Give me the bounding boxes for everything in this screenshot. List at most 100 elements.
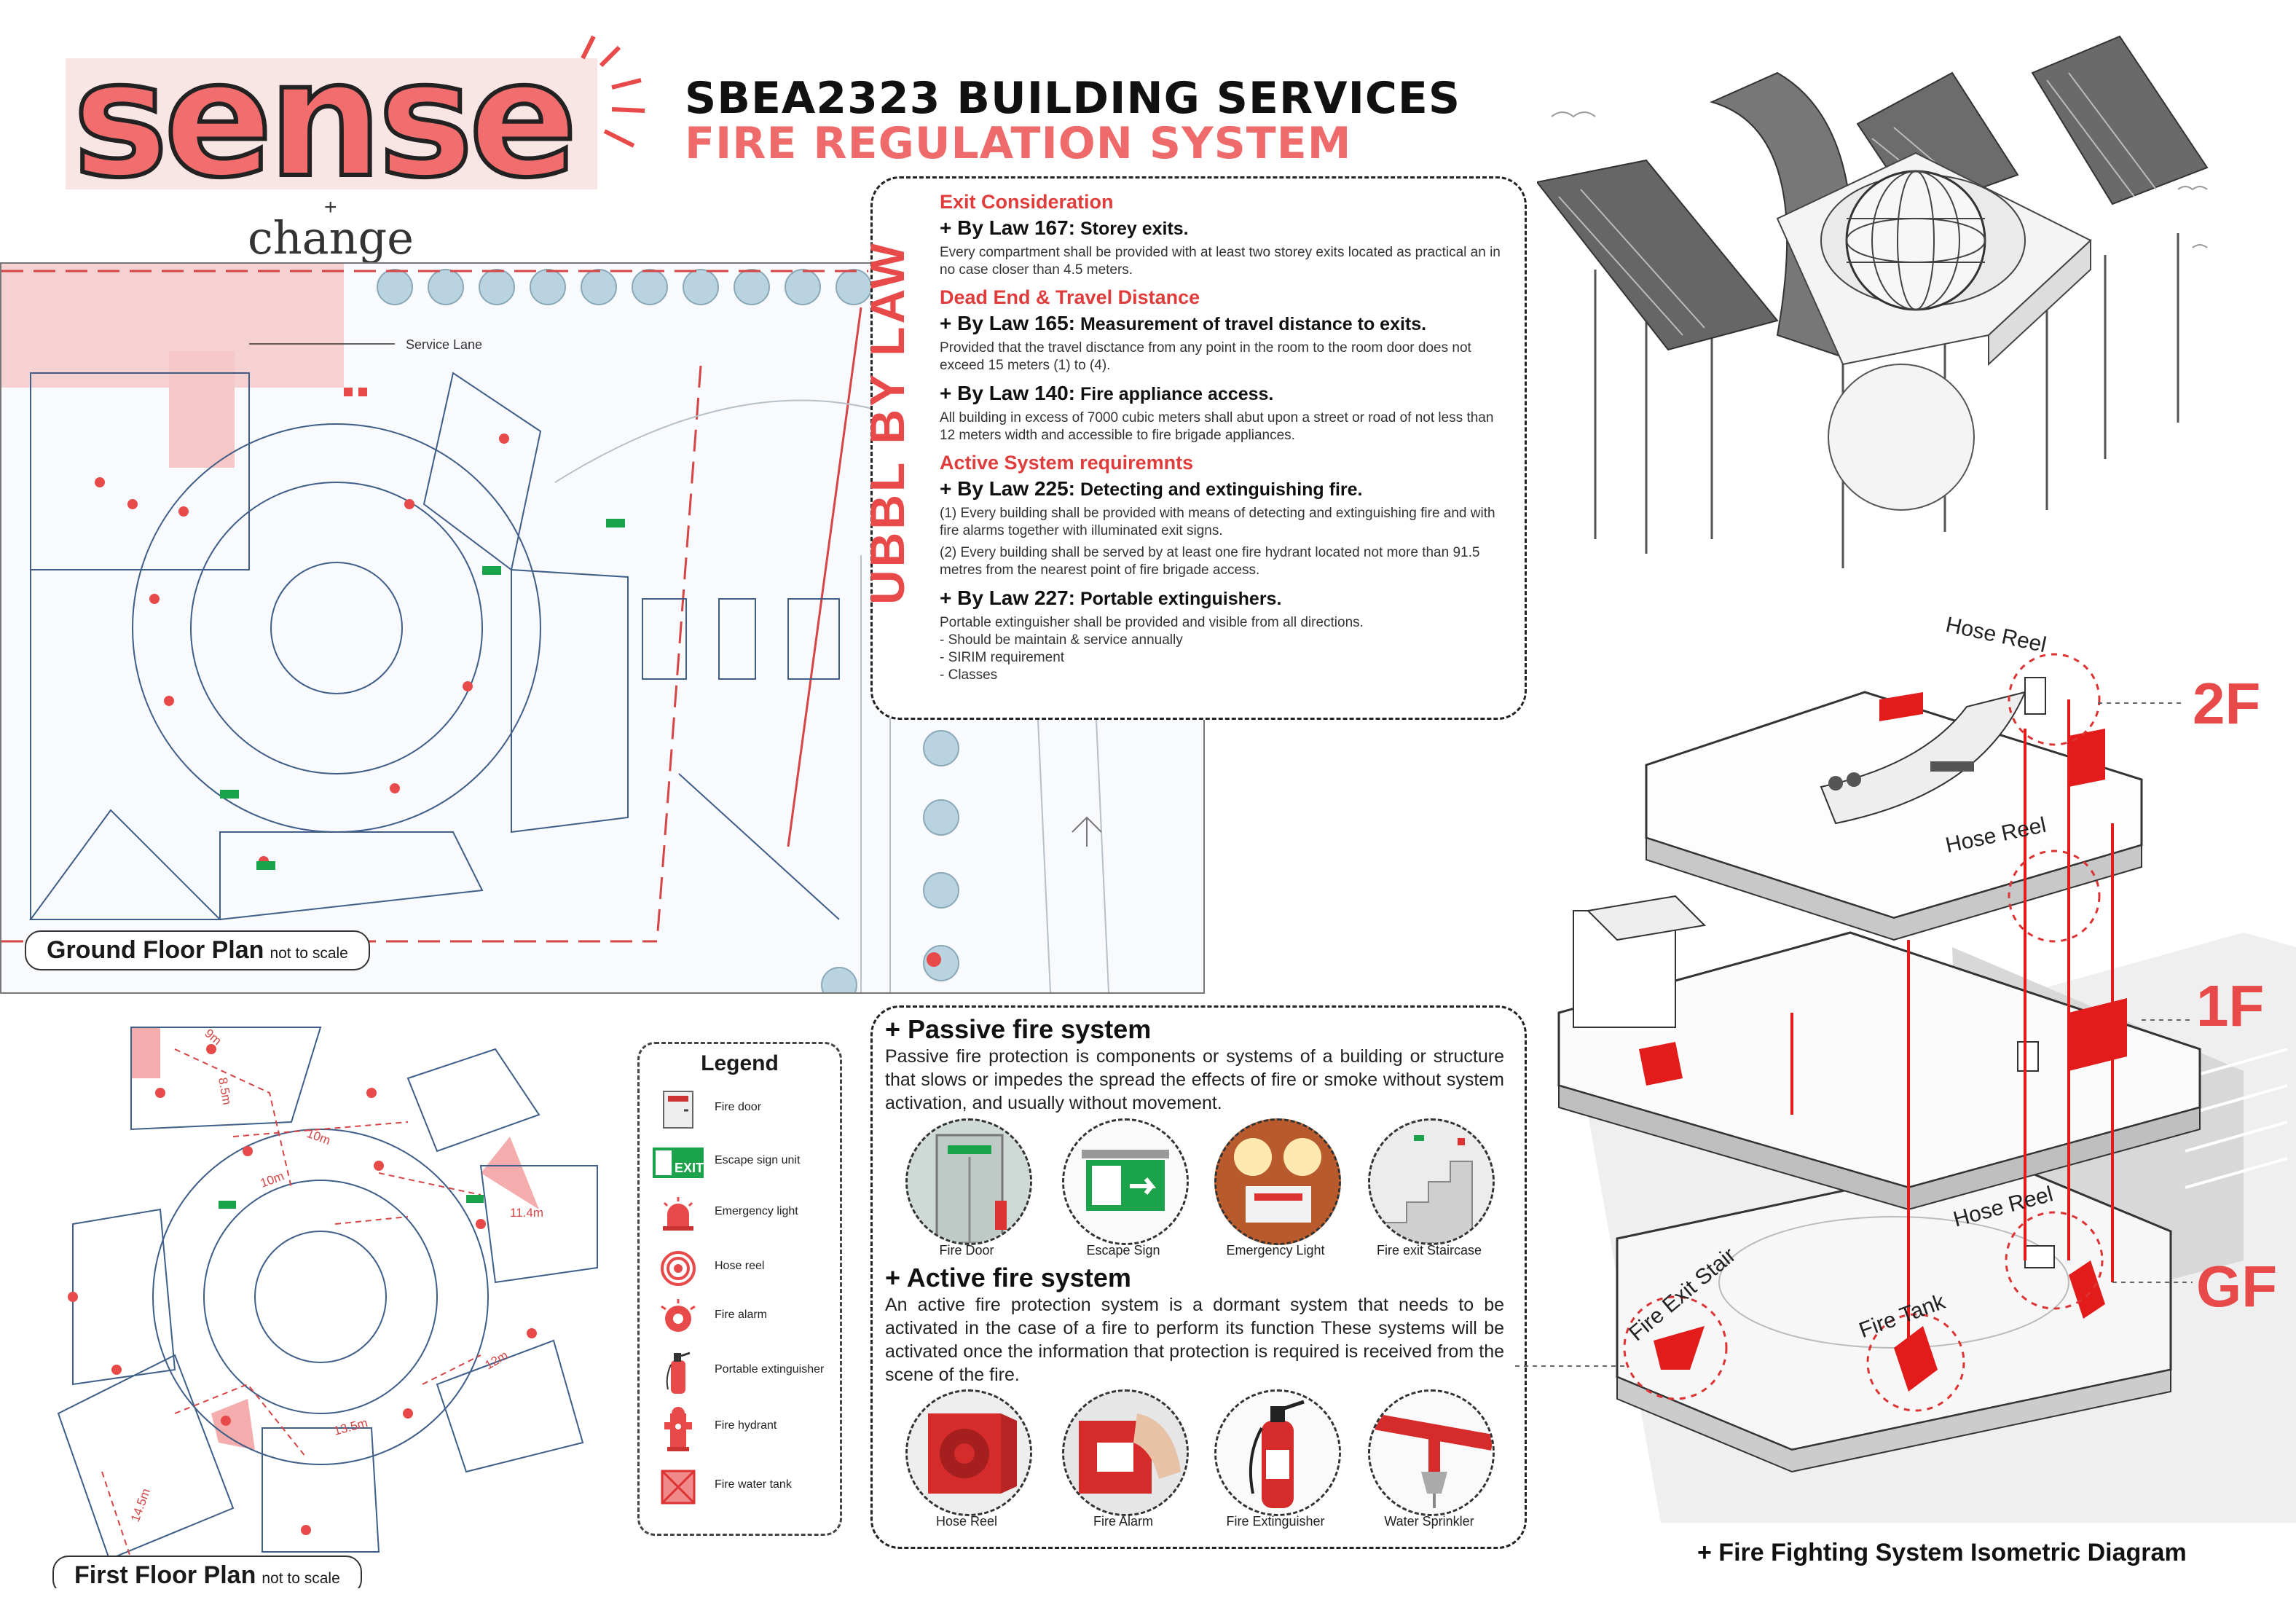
law-140: + By Law 140: Fire appliance access. <box>940 382 1274 404</box>
legend-item: Portable extinguisher <box>653 1350 835 1394</box>
hose-reel-photo <box>905 1389 1032 1516</box>
ubbl-vertical-title: UBBL BY LAW <box>860 240 914 605</box>
dim-label: 11.4m <box>510 1206 543 1220</box>
legend-panel: Legend Fire door EXIT Escape sign unit E… <box>637 1042 842 1536</box>
isometric-caption: + Fire Fighting System Isometric Diagram <box>1697 1539 2187 1566</box>
passive-caption: Fire exit Staircase <box>1376 1243 1482 1258</box>
legend-item: Fire door <box>653 1088 835 1131</box>
section-heading-active: Active System requiremnts <box>940 452 1194 474</box>
roof-isometric <box>1536 29 2265 583</box>
law-227-bullet: - SIRIM requirement <box>940 650 1065 665</box>
extinguisher-icon <box>653 1350 704 1394</box>
law-165-text: Provided that the travel disctance from … <box>940 340 1471 373</box>
svg-text:EXIT: EXIT <box>675 1161 704 1175</box>
passive-system: + Passive fire system Passive fire prote… <box>885 1014 1504 1115</box>
logo: sense <box>51 24 663 270</box>
ubbl-law-panel <box>870 176 1527 720</box>
service-lane-label: Service Lane <box>406 337 482 352</box>
ground-floor-scale-note: not to scale <box>270 945 348 962</box>
passive-caption: Escape Sign <box>1086 1243 1160 1258</box>
logo-text: sense <box>73 29 573 213</box>
roof-isometric-drawing <box>1536 35 2209 568</box>
dim-label: 12m <box>483 1348 511 1372</box>
legend-label: Emergency light <box>715 1205 798 1217</box>
active-heading: + Active fire system <box>885 1263 1131 1292</box>
ubbl-law-text: Exit Consideration + By Law 167: Storey … <box>940 191 1504 684</box>
active-system: + Active fire system An active fire prot… <box>885 1263 1504 1386</box>
water-tank-icon <box>653 1465 704 1509</box>
first-floor-title: First Floor Plan <box>74 1561 256 1588</box>
section-heading-exit: Exit Consideration <box>940 191 1114 213</box>
logo-plus: + <box>324 195 337 219</box>
fire-fighting-isometric-drawing <box>1515 653 2296 1523</box>
active-caption: Fire Alarm <box>1093 1514 1153 1529</box>
course-title: SBEA2323 BUILDING SERVICES <box>685 73 1461 124</box>
fire-alarm-photo <box>1062 1389 1189 1516</box>
logo-graphic: sense <box>66 24 645 215</box>
dim-label: 14.5m <box>128 1486 153 1523</box>
passive-caption: Emergency Light <box>1226 1243 1325 1258</box>
board-title: FIRE REGULATION SYSTEM <box>685 118 1352 169</box>
legend-label: Fire hydrant <box>715 1419 777 1432</box>
legend-title: Legend <box>701 1051 779 1075</box>
first-floor-plan: 9m 10m 11.4m 12m 13.5m 14.5m 8.5m 10m Fi… <box>29 1005 626 1588</box>
fire-exit-staircase-photo <box>1368 1118 1495 1245</box>
active-caption: Fire Extinguisher <box>1226 1514 1325 1529</box>
logo-subtitle: change <box>248 211 414 264</box>
emergency-light-icon <box>653 1192 704 1236</box>
dim-label: 8.5m <box>216 1076 234 1106</box>
law-167: + By Law 167: Storey exits. <box>940 216 1189 239</box>
floor-label-gf: GF <box>2196 1254 2278 1319</box>
passive-description: Passive fire protection is components or… <box>885 1046 1504 1113</box>
law-227-bullet: - Should be maintain & service annually <box>940 632 1183 648</box>
ground-floor-title: Ground Floor Plan <box>47 936 264 964</box>
legend-item: Fire alarm <box>653 1295 835 1339</box>
section-heading-dead-end: Dead End & Travel Distance <box>940 286 1200 308</box>
first-floor-scale-note: not to scale <box>262 1570 340 1587</box>
passive-caption: Fire Door <box>939 1243 994 1258</box>
passive-heading: + Passive fire system <box>885 1014 1152 1044</box>
fire-extinguisher-photo <box>1214 1389 1341 1516</box>
law-227-text: Portable extinguisher shall be provided … <box>940 615 1364 630</box>
legend-item: Fire water tank <box>653 1465 835 1509</box>
dim-label: 9m <box>202 1027 224 1048</box>
law-225-text-2: (2) Every building shall be served by at… <box>940 545 1480 578</box>
legend-label: Escape sign unit <box>715 1154 801 1166</box>
hose-reel-icon <box>653 1247 704 1290</box>
law-227: + By Law 227: Portable extinguishers. <box>940 587 1282 609</box>
legend-label: Fire door <box>715 1101 762 1113</box>
legend-item: Fire hydrant <box>653 1406 835 1451</box>
active-caption: Water Sprinkler <box>1384 1514 1474 1529</box>
legend-item: Hose reel <box>653 1247 835 1290</box>
first-floor-label: First Floor Plan not to scale <box>52 1556 362 1588</box>
law-225-text-1: (1) Every building shall be provided wit… <box>940 506 1495 538</box>
ground-floor-label: Ground Floor Plan not to scale <box>25 930 370 970</box>
water-sprinkler-photo <box>1368 1389 1495 1516</box>
floor-label-1f: 1F <box>2196 973 2265 1038</box>
fire-door-photo <box>905 1118 1032 1245</box>
fire-alarm-icon <box>653 1295 704 1339</box>
dim-label: 13.5m <box>332 1416 369 1438</box>
legend-label: Fire alarm <box>715 1309 768 1321</box>
fire-door-icon <box>653 1088 704 1131</box>
floor-label-2f: 2F <box>2193 671 2261 736</box>
first-floor-drawing: 9m 10m 11.4m 12m 13.5m 14.5m 8.5m 10m <box>57 1027 598 1561</box>
legend-label: Hose reel <box>715 1260 765 1272</box>
fire-fighting-isometric: 2F 1F GF Hose Reel Hose Reel Hose Reel F… <box>1515 605 2296 1523</box>
hydrant-icon <box>653 1406 704 1451</box>
ground-floor-drawing: Service Lane <box>1 264 1109 992</box>
active-description: An active fire protection system is a do… <box>885 1295 1504 1385</box>
law-165: + By Law 165: Measurement of travel dist… <box>940 312 1427 334</box>
exit-sign-icon: EXIT <box>653 1141 704 1185</box>
emergency-light-photo <box>1214 1118 1341 1245</box>
law-140-text: All building in excess of 7000 cubic met… <box>940 410 1494 443</box>
law-225: + By Law 225: Detecting and extinguishin… <box>940 477 1363 500</box>
legend-label: Portable extinguisher <box>715 1363 825 1376</box>
legend-item: Emergency light <box>653 1192 835 1236</box>
law-227-bullet: - Classes <box>940 667 998 683</box>
legend-item: EXIT Escape sign unit <box>653 1141 835 1185</box>
legend-label: Fire water tank <box>715 1478 792 1491</box>
law-167-text: Every compartment shall be provided with… <box>940 245 1501 278</box>
active-caption: Hose Reel <box>935 1514 998 1529</box>
escape-sign-photo <box>1062 1118 1189 1245</box>
